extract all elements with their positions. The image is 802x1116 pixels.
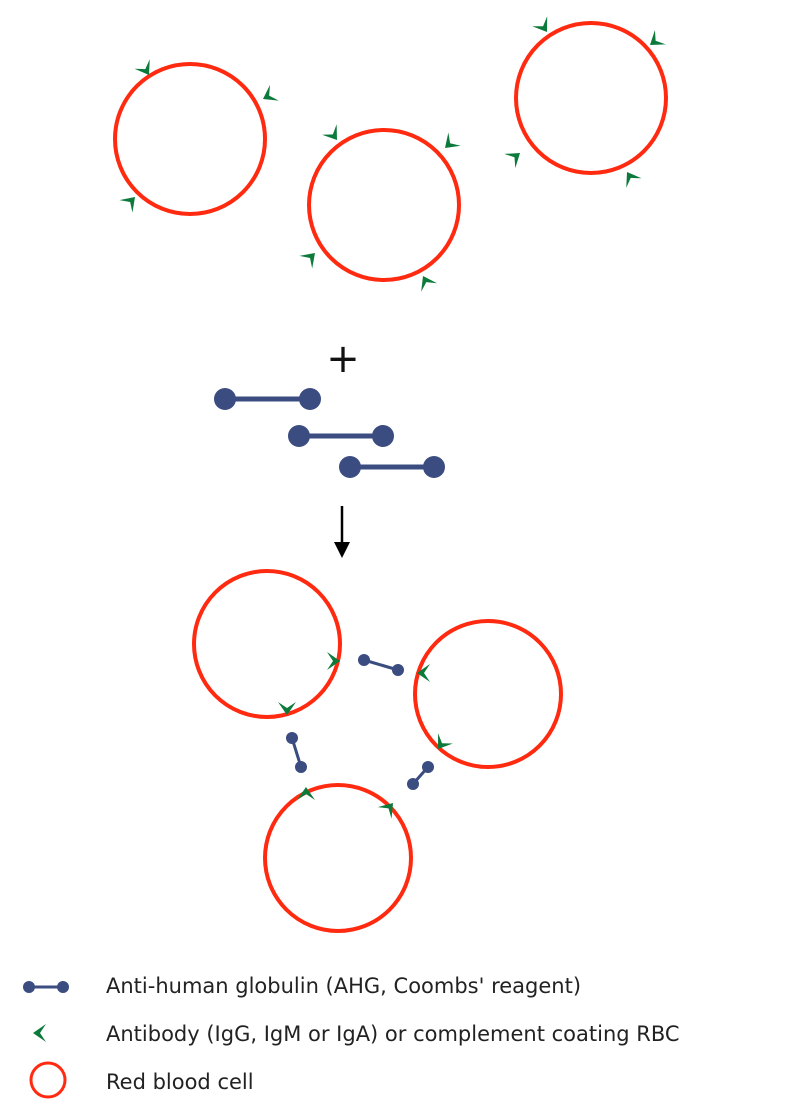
legend-label-rbc: Red blood cell	[106, 1070, 254, 1094]
down-arrow-icon	[334, 506, 350, 558]
antibody-icon	[504, 145, 526, 169]
agglutination-group	[192, 569, 563, 933]
rbc-circle-icon	[514, 21, 668, 175]
plus-sign: +	[326, 336, 360, 382]
rbc-circle-icon	[113, 62, 267, 216]
legend-item-rbc: Red blood cell	[29, 1061, 254, 1099]
antibody-icon	[415, 271, 438, 292]
ahg-dumbbell-icon	[23, 981, 69, 993]
rbc-circle-icon	[29, 1061, 67, 1099]
legend-label-ahg: Anti-human globulin (AHG, Coombs' reagen…	[106, 974, 581, 998]
legend-item-antibody: Antibody (IgG, IgM or IgA) or complement…	[33, 1022, 680, 1046]
ahg-dumbbell-icon	[214, 388, 321, 410]
legend: Anti-human globulin (AHG, Coombs' reagen…	[23, 974, 680, 1099]
ahg-crosslink	[377, 733, 453, 819]
ahg-dumbbell-icon	[339, 456, 445, 478]
rbc-circle-icon	[307, 128, 461, 282]
rbc-circle-icon	[413, 619, 563, 769]
ahg-crosslink	[278, 702, 315, 800]
coated-rbc-group	[113, 16, 668, 292]
antibody-icon	[33, 1024, 46, 1042]
coated-rbc-3	[504, 16, 668, 188]
rbc-circle-icon	[192, 569, 342, 719]
antibody-icon	[299, 246, 322, 269]
ahg-reagent-group	[214, 388, 445, 478]
legend-label-antibody: Antibody (IgG, IgM or IgA) or complement…	[106, 1022, 680, 1046]
coated-rbc-1	[113, 59, 279, 216]
ahg-crosslink	[327, 652, 430, 682]
coated-rbc-2	[299, 124, 461, 292]
legend-item-ahg: Anti-human globulin (AHG, Coombs' reagen…	[23, 974, 581, 998]
antibody-icon	[438, 132, 461, 155]
antibody-icon	[619, 167, 642, 188]
rbc-circle-icon	[263, 783, 413, 933]
ahg-dumbbell-icon	[288, 425, 394, 447]
antibody-icon	[258, 84, 279, 107]
